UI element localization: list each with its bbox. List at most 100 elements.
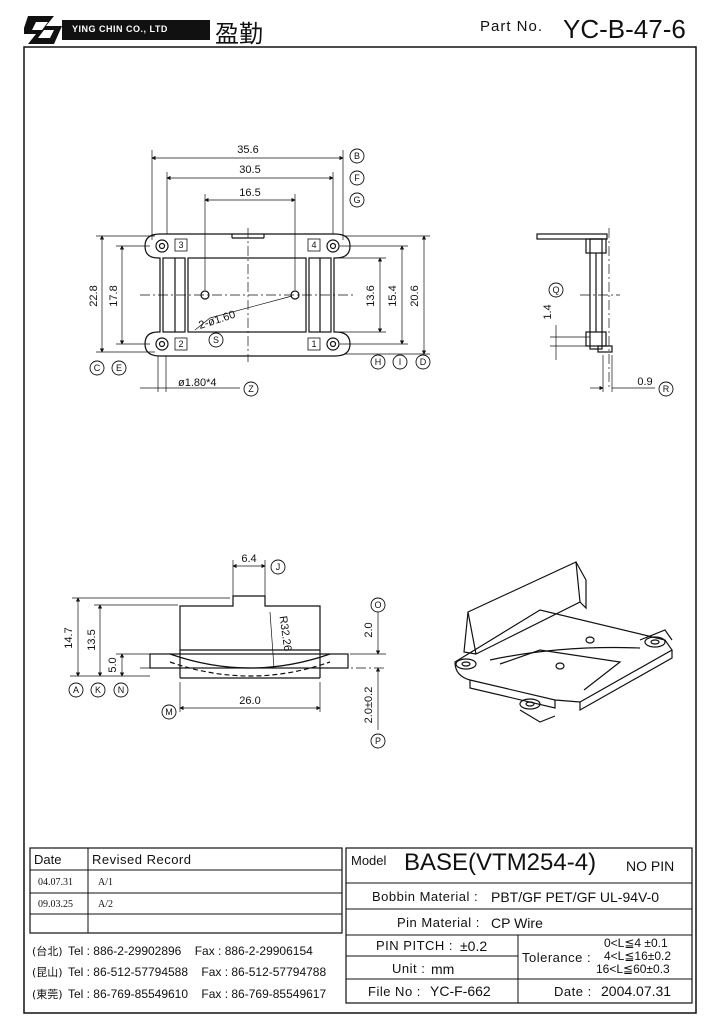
callout-k [90, 682, 106, 698]
pin-label-1: 1 [311, 339, 316, 349]
callout-s [208, 332, 224, 348]
model-label: Model [351, 853, 387, 868]
unit-value: mm [431, 961, 455, 977]
contact-tel: Tel : 86-769-85549610 [67, 987, 189, 1001]
side-view [536, 228, 655, 392]
date-label: Date : [554, 984, 592, 999]
contact-fax: Fax : 86-512-57794788 [201, 965, 327, 979]
callout-h [370, 354, 386, 370]
dim-20-6: 20.6 [409, 285, 421, 306]
contact-city: (東莞) [32, 988, 63, 1001]
callout-p-label: P [375, 736, 381, 746]
callout-m-label: M [165, 707, 173, 717]
dim-0-9: 0.9 [637, 376, 652, 388]
callout-a [68, 682, 84, 698]
file-no-label: File No : [368, 984, 421, 999]
callout-q-label: Q [552, 285, 559, 295]
contact-city: (昆山) [32, 966, 63, 979]
revision-record-header: Revised Record [92, 852, 192, 867]
callout-j [270, 559, 286, 575]
callout-o [370, 597, 386, 613]
dim-22-8: 22.8 [88, 285, 100, 306]
callout-n-label: N [118, 685, 125, 695]
date-value: 2004.07.31 [601, 983, 672, 999]
pin-pitch-label: PIN PITCH : [376, 938, 454, 953]
dim-5-0: 5.0 [107, 657, 119, 672]
model-name: BASE(VTM254-4) [404, 849, 597, 876]
bobbin-material-label: Bobbin Material : [372, 889, 479, 904]
dim-15-4: 15.4 [387, 285, 399, 306]
callout-i-label: I [399, 357, 402, 367]
dim-14-7: 14.7 [63, 627, 75, 648]
company-name-cn: 盈勤 [215, 20, 263, 48]
front-view [70, 560, 386, 730]
callout-b-label: B [354, 151, 360, 161]
callout-r-label: R [663, 384, 670, 394]
callout-p [370, 733, 386, 749]
callout-g-label: G [353, 195, 360, 205]
dim-13-5: 13.5 [86, 629, 98, 650]
contact-row: (東莞) Tel : 86-769-85549610 Fax : 86-769-… [32, 986, 326, 1002]
pin-label-4: 4 [311, 240, 316, 250]
bobbin-material: PBT/GF PET/GF UL-94V-0 [491, 889, 660, 905]
callout-n [113, 682, 129, 698]
isometric-view [454, 561, 673, 723]
revision-record-2: A/2 [98, 899, 113, 910]
callout-m [161, 704, 177, 720]
dim-2-0: 2.0 [363, 622, 375, 637]
callout-c [89, 360, 105, 376]
company-name: YING CHIN CO., LTD [72, 24, 168, 34]
part-no-label: Part No. [480, 18, 544, 35]
revision-date-2: 09.03.25 [38, 899, 73, 910]
dim-6-4: 6.4 [241, 553, 256, 565]
revision-date-1: 04.07.31 [38, 877, 73, 888]
revision-record-1: A/1 [98, 877, 113, 888]
callout-g [349, 192, 365, 208]
dim-17-8: 17.8 [108, 285, 120, 306]
callout-s-label: S [213, 335, 219, 345]
revision-date-header: Date [34, 852, 62, 867]
callout-e [111, 360, 127, 376]
callout-z-label: Z [248, 384, 254, 394]
callout-q [548, 282, 564, 298]
sheet-frame [23, 46, 697, 1014]
part-no: YC-B-47-6 [563, 14, 686, 44]
pin-label-2: 2 [178, 339, 183, 349]
pin-pitch: ±0.2 [460, 938, 488, 954]
tolerance-label: Tolerance : [522, 950, 592, 965]
dim-2-0-tol: 2.0±0.2 [363, 687, 375, 724]
callout-f [349, 170, 365, 186]
callout-b [349, 148, 365, 164]
callout-a-label: A [73, 685, 79, 695]
top-view [140, 228, 356, 362]
dim-2-phi-1-60: 2-ø1.60 [197, 309, 237, 332]
callout-i [392, 354, 408, 370]
file-no: YC-F-662 [430, 983, 491, 999]
callout-o-label: O [374, 600, 381, 610]
tolerance-row-1: 0<L≦4 ±0.1 [604, 936, 668, 950]
contact-fax: Fax : 86-769-85549617 [201, 987, 327, 1001]
callout-d-label: D [420, 357, 427, 367]
dim-13-6: 13.6 [365, 285, 377, 306]
contact-row: (台北) Tel : 886-2-29902896 Fax : 886-2-29… [32, 943, 313, 959]
dim-26-0: 26.0 [239, 695, 260, 707]
callout-h-label: H [375, 357, 382, 367]
model-note: NO PIN [626, 858, 675, 874]
dim-35-6: 35.6 [237, 144, 258, 156]
pin-material: CP Wire [491, 915, 543, 931]
contact-row: (昆山) Tel : 86-512-57794588 Fax : 86-512-… [32, 964, 326, 980]
callout-r [658, 381, 674, 397]
callout-e-label: E [116, 363, 122, 373]
callout-d [415, 354, 431, 370]
callout-f-label: F [354, 173, 360, 183]
dim-r32-26: R32.26 [277, 615, 294, 652]
callout-c-label: C [94, 363, 101, 373]
contact-tel: Tel : 886-2-29902896 [67, 944, 182, 958]
pin-material-label: Pin Material : [397, 915, 480, 930]
callout-z [243, 381, 259, 397]
contact-tel: Tel : 86-512-57794588 [67, 965, 189, 979]
dim-phi-1-80: ø1.80*4 [178, 377, 217, 389]
dim-16-5: 16.5 [239, 187, 260, 199]
callout-k-label: K [95, 685, 101, 695]
